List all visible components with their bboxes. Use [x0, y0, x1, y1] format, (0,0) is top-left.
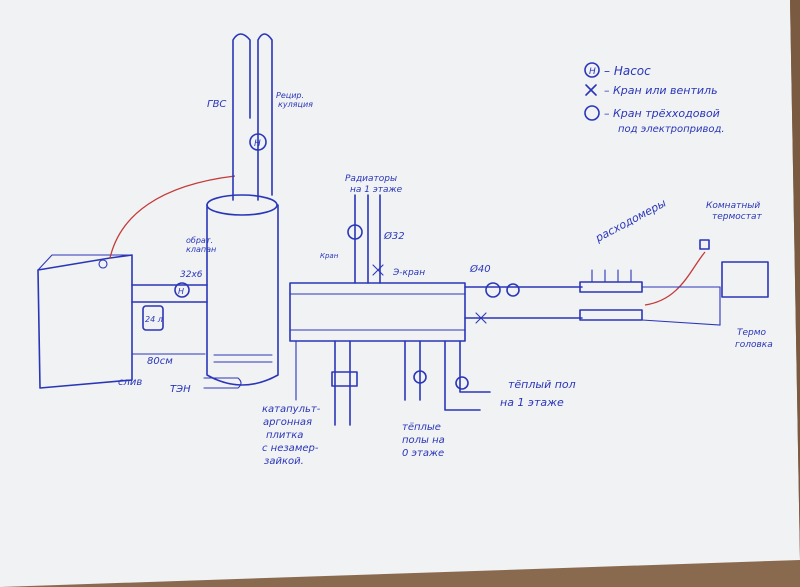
label-katapult-5: зайкой. [264, 456, 304, 467]
heated-zone [721, 261, 769, 298]
label-d40: Ø40 [469, 263, 491, 275]
label-32x6: 32х6 [180, 270, 203, 280]
label-warm-floor-1-b: на 1 этаже [500, 396, 564, 409]
flowmeter-manifold [579, 269, 721, 326]
label-e-kran: Э-кран [392, 268, 425, 278]
legend-pump: – Насос [604, 64, 651, 78]
label-katapult-1: катапульт- [262, 404, 321, 415]
legend-three-way-valve-2: под электропривод. [618, 124, 725, 135]
svg-text:H: H [589, 67, 596, 77]
label-radiators-1: Радиаторы [345, 174, 397, 184]
floor1-pump [455, 376, 469, 390]
label-d32: Ø32 [383, 230, 405, 242]
label-katapult-4: с незамер- [262, 443, 319, 454]
label-katapult-3: плитка [266, 430, 303, 441]
expansion-tank [142, 305, 164, 331]
label-ten: ТЭН [170, 384, 191, 395]
recirc-pipe [257, 33, 273, 201]
label-80cm: 80см [147, 356, 173, 367]
label-obr-klapan-2: клапан [186, 245, 216, 254]
three-way-valve-symbol [584, 105, 600, 121]
pump-symbol [584, 62, 600, 78]
svg-text:H: H [178, 287, 184, 296]
label-katapult-2: аргонная [263, 417, 312, 428]
label-gvs: ГВС [207, 99, 226, 110]
legend-three-way-valve: – Кран трёхходовой [604, 107, 720, 120]
label-recirc-1: Рецир. [276, 91, 304, 100]
label-komnatny-1: Комнатный [706, 201, 760, 211]
svg-text:H: H [254, 139, 261, 149]
gvs-pipe [232, 33, 251, 201]
label-radiators-2: на 1 этаже [350, 185, 403, 195]
red-wire-thermostat [644, 251, 706, 306]
label-komnatny-2: термостат [712, 212, 762, 222]
manifold-pump [506, 283, 520, 297]
label-kran: Кран [320, 252, 339, 260]
label-warm-floor-0-a: тёплые [402, 422, 441, 433]
red-wire-boiler [109, 175, 236, 259]
room-thermostat [699, 239, 710, 250]
table-edge [790, 0, 800, 560]
valve-symbol [585, 84, 597, 96]
label-obr-klapan-1: обрат. [186, 236, 213, 245]
legend-valve: – Кран или вентиль [604, 84, 718, 97]
label-warm-floor-1-a: тёплый пол [508, 378, 576, 391]
label-termo-2: головка [735, 340, 773, 350]
label-termo-1: Термо [737, 328, 767, 338]
label-recirc-2: куляция [278, 100, 313, 109]
legend: H – Насос – Кран или вентиль – Кран трёх… [584, 62, 725, 135]
label-warm-floor-0-b: полы на [402, 435, 445, 446]
recirc-pump [249, 133, 267, 151]
floor-plate-unit [331, 371, 358, 387]
buffer-tank [203, 194, 279, 389]
radiator-pump [347, 224, 363, 240]
boiler-pump [174, 282, 190, 298]
three-way-valve [485, 282, 501, 298]
label-warm-floor-0-c: 0 этаже [402, 448, 444, 459]
heating-element-ten [203, 377, 242, 389]
floor0-pump [413, 370, 427, 384]
distribution-collector [289, 282, 466, 342]
boiler [37, 254, 133, 389]
label-24l: 24 л [145, 315, 163, 324]
label-sliv: слив [118, 377, 142, 388]
